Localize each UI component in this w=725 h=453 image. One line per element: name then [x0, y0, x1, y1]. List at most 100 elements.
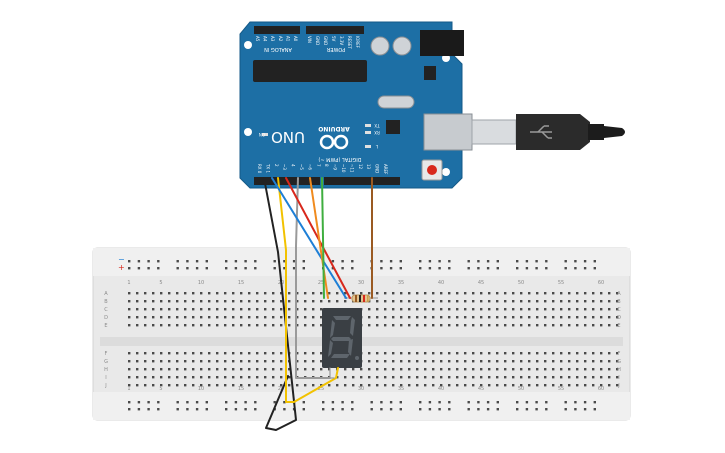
terminal-hole[interactable] — [472, 292, 475, 295]
terminal-hole[interactable] — [472, 352, 475, 355]
terminal-hole[interactable] — [152, 324, 155, 327]
terminal-hole[interactable] — [432, 368, 435, 371]
terminal-hole[interactable] — [512, 384, 515, 387]
terminal-hole[interactable] — [400, 376, 403, 379]
terminal-hole[interactable] — [176, 360, 179, 363]
terminal-hole[interactable] — [528, 324, 531, 327]
terminal-hole[interactable] — [392, 352, 395, 355]
terminal-hole[interactable] — [352, 292, 355, 295]
rail-hole[interactable] — [225, 408, 228, 411]
rail-hole[interactable] — [147, 408, 150, 411]
terminal-hole[interactable] — [496, 300, 499, 303]
terminal-hole[interactable] — [448, 352, 451, 355]
terminal-hole[interactable] — [384, 376, 387, 379]
terminal-hole[interactable] — [536, 300, 539, 303]
terminal-hole[interactable] — [528, 368, 531, 371]
terminal-hole[interactable] — [584, 316, 587, 319]
terminal-hole[interactable] — [256, 368, 259, 371]
terminal-hole[interactable] — [544, 300, 547, 303]
rail-hole[interactable] — [419, 267, 422, 270]
terminal-hole[interactable] — [368, 316, 371, 319]
terminal-hole[interactable] — [296, 360, 299, 363]
usb-port[interactable] — [423, 113, 473, 151]
terminal-hole[interactable] — [480, 376, 483, 379]
rail-hole[interactable] — [486, 401, 490, 404]
rail-hole[interactable] — [389, 401, 393, 404]
terminal-hole[interactable] — [200, 352, 203, 355]
terminal-hole[interactable] — [456, 292, 459, 295]
terminal-hole[interactable] — [416, 316, 419, 319]
rail-hole[interactable] — [477, 408, 480, 411]
terminal-hole[interactable] — [616, 352, 619, 355]
terminal-hole[interactable] — [312, 324, 315, 327]
terminal-hole[interactable] — [528, 292, 531, 295]
rail-hole[interactable] — [157, 260, 160, 263]
terminal-hole[interactable] — [136, 292, 139, 295]
terminal-hole[interactable] — [576, 360, 579, 363]
rail-hole[interactable] — [496, 260, 499, 263]
rail-hole[interactable] — [496, 267, 499, 270]
terminal-hole[interactable] — [232, 352, 235, 355]
terminal-hole[interactable] — [264, 300, 267, 303]
rail-hole[interactable] — [525, 260, 529, 263]
terminal-hole[interactable] — [552, 308, 555, 311]
terminal-hole[interactable] — [568, 368, 571, 371]
terminal-hole[interactable] — [576, 352, 579, 355]
terminal-hole[interactable] — [416, 324, 419, 327]
terminal-hole[interactable] — [320, 308, 323, 311]
rail-hole[interactable] — [302, 401, 305, 404]
terminal-hole[interactable] — [480, 308, 483, 311]
terminal-hole[interactable] — [440, 360, 443, 363]
terminal-hole[interactable] — [536, 360, 539, 363]
terminal-hole[interactable] — [232, 384, 235, 387]
terminal-hole[interactable] — [576, 316, 579, 319]
terminal-hole[interactable] — [176, 368, 179, 371]
rail-hole[interactable] — [564, 408, 567, 411]
rail-hole[interactable] — [535, 267, 538, 270]
terminal-hole[interactable] — [280, 360, 283, 363]
terminal-hole[interactable] — [184, 368, 187, 371]
arduino-board[interactable]: UNO ARDUINO DIGITAL (PWM ~) ANALOG IN PO… — [239, 21, 473, 189]
terminal-hole[interactable] — [584, 384, 587, 387]
terminal-hole[interactable] — [464, 376, 467, 379]
terminal-hole[interactable] — [376, 352, 379, 355]
terminal-hole[interactable] — [608, 376, 611, 379]
terminal-hole[interactable] — [248, 384, 251, 387]
terminal-hole[interactable] — [192, 308, 195, 311]
terminal-hole[interactable] — [560, 352, 563, 355]
terminal-hole[interactable] — [248, 360, 251, 363]
terminal-hole[interactable] — [312, 300, 315, 303]
terminal-hole[interactable] — [392, 292, 395, 295]
rail-hole[interactable] — [322, 401, 325, 404]
terminal-hole[interactable] — [424, 384, 427, 387]
rail-hole[interactable] — [234, 267, 238, 270]
terminal-hole[interactable] — [512, 324, 515, 327]
rail-hole[interactable] — [137, 260, 141, 263]
terminal-hole[interactable] — [528, 360, 531, 363]
terminal-hole[interactable] — [608, 292, 611, 295]
terminal-hole[interactable] — [600, 316, 603, 319]
terminal-hole[interactable] — [392, 308, 395, 311]
terminal-hole[interactable] — [328, 300, 331, 303]
terminal-hole[interactable] — [240, 360, 243, 363]
terminal-hole[interactable] — [200, 384, 203, 387]
rail-hole[interactable] — [273, 267, 276, 270]
terminal-hole[interactable] — [240, 316, 243, 319]
terminal-hole[interactable] — [504, 384, 507, 387]
terminal-hole[interactable] — [512, 368, 515, 371]
terminal-hole[interactable] — [192, 368, 195, 371]
terminal-hole[interactable] — [616, 316, 619, 319]
terminal-hole[interactable] — [176, 308, 179, 311]
terminal-hole[interactable] — [328, 368, 331, 371]
rail-hole[interactable] — [186, 260, 189, 263]
terminal-hole[interactable] — [504, 376, 507, 379]
rail-hole[interactable] — [583, 267, 587, 270]
rail-hole[interactable] — [496, 401, 499, 404]
terminal-hole[interactable] — [224, 292, 227, 295]
terminal-hole[interactable] — [480, 324, 483, 327]
terminal-hole[interactable] — [416, 384, 419, 387]
terminal-hole[interactable] — [536, 316, 539, 319]
terminal-hole[interactable] — [504, 292, 507, 295]
terminal-hole[interactable] — [608, 308, 611, 311]
terminal-hole[interactable] — [264, 316, 267, 319]
